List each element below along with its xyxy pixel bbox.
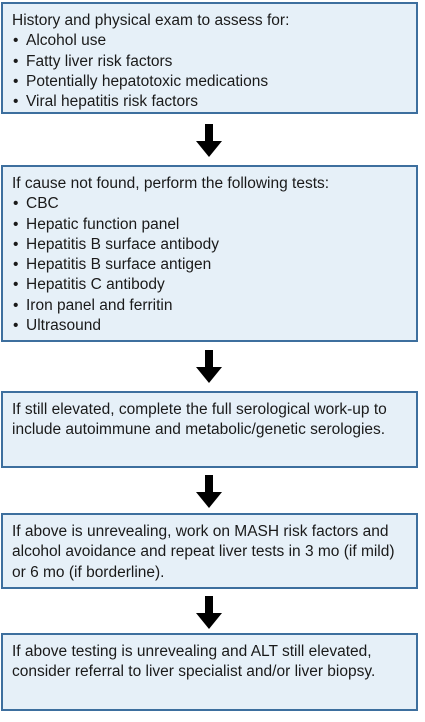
bullet-icon: • — [13, 296, 19, 314]
bullet-icon: • — [13, 32, 19, 50]
step-text: If still elevated, complete the full ser… — [12, 401, 387, 439]
step-text: If above testing is unrevealing and ALT … — [12, 643, 376, 681]
list-item-text: Alcohol use — [26, 32, 107, 50]
list-item: • Potentially hepatotoxic medications — [12, 72, 408, 92]
list-item-text: Hepatitis B surface antibody — [26, 235, 219, 253]
step-box-history-exam: History and physical exam to assess for:… — [1, 2, 418, 114]
list-item-text: Hepatic function panel — [26, 215, 180, 233]
down-arrow-icon — [196, 596, 222, 629]
list-item: • Viral hepatitis risk factors — [12, 92, 408, 112]
step-box-referral: If above testing is unrevealing and ALT … — [1, 633, 418, 711]
list-item-text: Fatty liver risk factors — [26, 52, 173, 70]
step-box-initial-tests: If cause not found, perform the followin… — [1, 165, 418, 342]
bullet-icon: • — [13, 195, 19, 213]
step-text: If above is unrevealing, work on MASH ri… — [12, 523, 395, 581]
list-item-text: Potentially hepatotoxic medications — [26, 72, 269, 90]
bullet-icon: • — [13, 93, 19, 111]
list-item: • CBC — [12, 194, 408, 214]
list-item: • Iron panel and ferritin — [12, 296, 408, 316]
bullet-icon: • — [13, 317, 19, 335]
bullet-icon: • — [13, 276, 19, 294]
down-arrow-icon — [196, 124, 222, 157]
down-arrow-icon — [196, 350, 222, 383]
bullet-icon: • — [13, 256, 19, 274]
down-arrow-icon — [196, 475, 222, 508]
list-item-text: Hepatitis C antibody — [26, 276, 165, 294]
bullet-icon: • — [13, 215, 19, 233]
list-item: • Hepatic function panel — [12, 215, 408, 235]
bullet-icon: • — [13, 52, 19, 70]
bullet-icon: • — [13, 72, 19, 90]
list-item-text: Iron panel and ferritin — [26, 296, 173, 314]
checklist: • Alcohol use • Fatty liver risk factors •… — [12, 31, 408, 112]
checklist: • CBC • Hepatic function panel • Hepatitis … — [12, 194, 408, 336]
list-item-text: CBC — [26, 195, 59, 213]
step-text: If cause not found, perform the followin… — [12, 175, 330, 192]
bullet-icon: • — [13, 235, 19, 253]
step-box-mash-risk: If above is unrevealing, work on MASH ri… — [1, 513, 418, 589]
list-item: • Fatty liver risk factors — [12, 52, 408, 72]
list-item-text: Viral hepatitis risk factors — [26, 93, 198, 111]
step-text: History and physical exam to assess for: — [12, 12, 290, 29]
list-item: • Hepatitis B surface antibody — [12, 235, 408, 255]
list-item: • Hepatitis C antibody — [12, 275, 408, 295]
list-item-text: Ultrasound — [26, 317, 101, 335]
list-item-text: Hepatitis B surface antigen — [26, 256, 212, 274]
list-item: • Ultrasound — [12, 316, 408, 336]
step-box-serological-workup: If still elevated, complete the full ser… — [1, 391, 418, 468]
list-item: • Alcohol use — [12, 31, 408, 51]
list-item: • Hepatitis B surface antigen — [12, 255, 408, 275]
